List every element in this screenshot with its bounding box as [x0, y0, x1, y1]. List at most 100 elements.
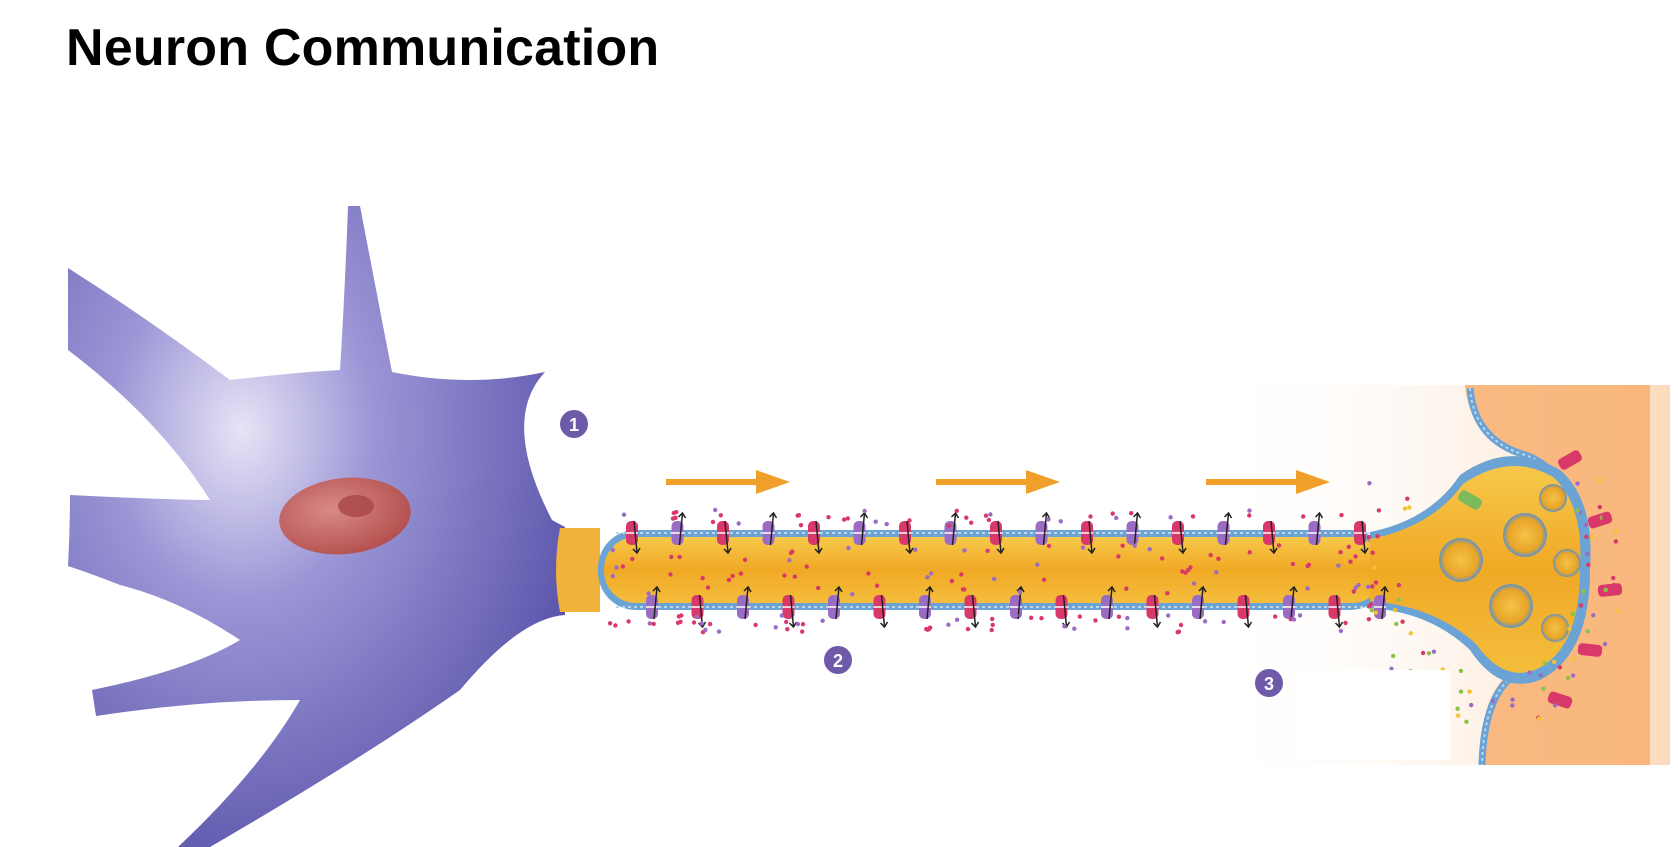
ion	[679, 613, 684, 618]
ion	[677, 554, 682, 560]
ion	[1305, 586, 1310, 591]
ion	[1543, 661, 1548, 666]
ion	[736, 521, 741, 526]
ion	[949, 578, 955, 584]
ion	[1590, 534, 1595, 539]
ion	[1014, 613, 1019, 618]
ion	[1125, 626, 1130, 631]
ion	[986, 517, 992, 523]
ion	[1407, 505, 1412, 510]
ion	[620, 564, 626, 569]
ion	[1366, 604, 1372, 609]
svg-text:1: 1	[569, 415, 579, 435]
ion	[1601, 515, 1607, 520]
ion	[1306, 562, 1312, 567]
ion	[1116, 614, 1122, 619]
ion	[991, 576, 997, 582]
ion	[1370, 584, 1375, 589]
ion	[1373, 580, 1379, 585]
ion	[1132, 543, 1138, 548]
ion	[969, 520, 974, 525]
ion	[913, 547, 918, 552]
ion	[990, 616, 995, 622]
ion	[846, 545, 851, 551]
ion	[1597, 478, 1602, 483]
ion	[707, 621, 713, 627]
ion	[1575, 508, 1581, 513]
ion	[1035, 562, 1040, 567]
ion-channel	[1237, 594, 1253, 629]
ion	[694, 614, 699, 619]
ion	[1124, 586, 1129, 591]
ion	[845, 516, 850, 521]
ion-channel	[944, 511, 960, 546]
ion	[1394, 621, 1399, 627]
cell-body	[68, 206, 565, 847]
ion	[700, 575, 705, 581]
axon-hillock	[556, 528, 600, 612]
vesicle	[1541, 614, 1569, 642]
ion	[820, 618, 825, 623]
ion	[1191, 581, 1197, 586]
ion	[1147, 547, 1152, 552]
ion-channel	[671, 511, 687, 546]
ion-channel	[1217, 511, 1233, 546]
marker-3: 3	[1253, 667, 1285, 699]
ion	[800, 622, 806, 627]
ion	[1575, 481, 1580, 486]
ion	[1297, 613, 1303, 618]
ion	[646, 591, 651, 596]
ion	[1159, 556, 1165, 561]
ion-channel	[1577, 643, 1603, 657]
signal-arrows	[666, 470, 1330, 494]
ion	[1356, 582, 1361, 588]
ion	[988, 512, 993, 517]
ion	[1613, 528, 1619, 534]
ion	[1188, 565, 1193, 570]
ion	[1366, 534, 1372, 540]
ion-channel	[873, 594, 889, 629]
ion-channel	[899, 520, 914, 555]
ion	[1110, 511, 1115, 516]
ion	[668, 572, 673, 577]
ion	[1552, 659, 1557, 665]
ion	[962, 548, 967, 553]
ion-channel	[1192, 585, 1207, 620]
ion	[1365, 584, 1371, 590]
ion	[946, 523, 952, 528]
ion	[1120, 543, 1125, 548]
ion	[1178, 622, 1184, 628]
ion	[1585, 629, 1590, 634]
ion	[726, 577, 732, 583]
ion	[954, 617, 960, 622]
ion	[1017, 590, 1023, 595]
ion	[841, 517, 847, 522]
ion	[674, 509, 679, 515]
ion	[1168, 515, 1173, 520]
ion	[1353, 554, 1358, 559]
ion	[907, 518, 912, 523]
ion-channel	[1126, 511, 1142, 546]
ion	[1093, 618, 1098, 623]
ion	[1538, 673, 1544, 678]
ion	[1420, 650, 1426, 656]
ion-channel	[1587, 511, 1613, 529]
ion	[1426, 651, 1432, 656]
ion	[1467, 689, 1472, 694]
ion	[1396, 582, 1402, 588]
ion	[1114, 515, 1119, 521]
ion	[1190, 514, 1196, 519]
ion	[1392, 607, 1398, 613]
ion-channel	[1035, 511, 1051, 546]
ion	[1301, 514, 1306, 519]
ion	[1273, 614, 1278, 619]
ion-channel	[1328, 594, 1344, 629]
ion-channel	[1081, 520, 1096, 555]
ion	[753, 622, 758, 628]
ion	[1458, 689, 1464, 694]
ion	[626, 619, 631, 624]
ion	[1552, 703, 1558, 708]
ions	[607, 478, 1619, 724]
ion	[1116, 554, 1121, 559]
